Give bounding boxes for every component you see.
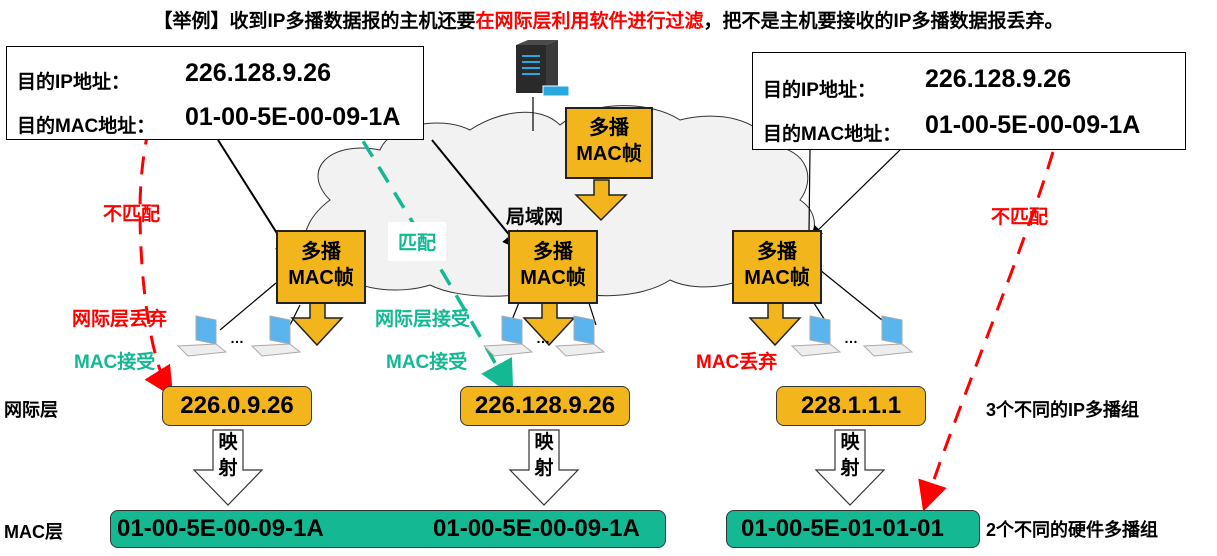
right-mac-drop-label: MAC丢弃: [696, 352, 778, 373]
frame-line-1: 多播: [301, 241, 341, 263]
dest-ip-label: 目的IP地址：: [763, 80, 876, 101]
mapping-arrow-3: [814, 429, 886, 506]
ellipsis: …: [844, 330, 858, 346]
left-ip-drop-label: 网际层丢弃: [72, 309, 168, 330]
laptop-icon: [482, 315, 534, 357]
mapping-label: 映射: [216, 430, 240, 482]
laptop-icon: [554, 315, 606, 357]
multicast-frame-right: 多播 MAC帧: [732, 230, 822, 304]
middle-mac-accept-label: MAC接受: [386, 352, 468, 373]
frame-line-2: MAC帧: [744, 267, 810, 289]
mac-group-value: 01-00-5E-00-09-1A: [117, 515, 324, 542]
ip-group-box: 228.1.1.1: [776, 386, 926, 426]
mac-group-bar-right: 01-00-5E-01-01-01: [726, 510, 980, 548]
frame-line-1: 多播: [533, 241, 573, 263]
mac-group-bar-shared: 01-00-5E-00-09-1A 01-00-5E-00-09-1A: [110, 510, 666, 548]
dest-mac-value: 01-00-5E-00-09-1A: [925, 111, 1141, 139]
frame-line-2: MAC帧: [520, 267, 586, 289]
dest-ip-value: 226.128.9.26: [925, 65, 1071, 93]
mapping-label: 映射: [532, 430, 556, 482]
title-part-1: 【举例】收到IP多播数据报的主机还要: [153, 11, 476, 32]
right-mismatch-label: 不匹配: [991, 207, 1049, 228]
multicast-frame-source: 多播 MAC帧: [565, 107, 653, 179]
ip-group-box: 226.0.9.26: [162, 386, 312, 426]
diagram-title: 【举例】收到IP多播数据报的主机还要在网际层利用软件进行过滤，把不是主机要接收的…: [0, 6, 1217, 33]
title-highlight: 在网际层利用软件进行过滤: [475, 11, 704, 32]
server-icon: [516, 40, 570, 97]
frame-line-1: 多播: [589, 117, 629, 139]
mapping-char-2: 射: [534, 458, 554, 479]
frame-arrow-middle: [522, 302, 576, 347]
mapping-char-1: 映: [534, 432, 554, 453]
mapping-label: 映射: [838, 430, 862, 482]
title-part-3: ，把不是主机要接收的IP多播数据报丢弃。: [703, 11, 1064, 32]
laptop-icon: [250, 315, 302, 357]
frame-line-2: MAC帧: [576, 143, 642, 165]
dest-ip-value: 226.128.9.26: [185, 59, 331, 87]
mac-group-value: 01-00-5E-01-01-01: [741, 515, 944, 542]
multicast-frame-middle: 多播 MAC帧: [508, 230, 598, 304]
address-box-left: 目的IP地址： 226.128.9.26 目的MAC地址： 01-00-5E-0…: [6, 46, 424, 140]
multicast-frame-left: 多播 MAC帧: [276, 230, 366, 304]
ip-group-box: 226.128.9.26: [460, 386, 630, 426]
left-mismatch-label: 不匹配: [103, 204, 161, 225]
left-mac-accept-label: MAC接受: [74, 352, 156, 373]
laptop-icon: [176, 315, 228, 357]
mac-layer-label: MAC层: [4, 522, 63, 542]
frame-line-2: MAC帧: [288, 267, 354, 289]
dest-mac-value: 01-00-5E-00-09-1A: [185, 103, 401, 131]
middle-ip-accept-label: 网际层接受: [375, 309, 471, 330]
frame-arrow-right: [748, 302, 802, 347]
address-box-right: 目的IP地址： 226.128.9.26 目的MAC地址： 01-00-5E-0…: [752, 52, 1186, 150]
ip-groups-note: 3个不同的IP多播组: [986, 400, 1140, 420]
dest-mac-label: 目的MAC地址：: [17, 116, 156, 137]
frame-line-1: 多播: [757, 241, 797, 263]
dest-ip-label: 目的IP地址：: [17, 72, 130, 93]
ellipsis: …: [230, 330, 244, 346]
match-label: 匹配: [388, 222, 447, 261]
dest-mac-label: 目的MAC地址：: [763, 124, 902, 145]
laptop-icon: [790, 315, 842, 357]
ip-layer-label: 网际层: [4, 400, 58, 420]
mapping-char-1: 映: [218, 432, 238, 453]
mapping-char-2: 射: [218, 458, 238, 479]
mac-groups-note: 2个不同的硬件多播组: [986, 520, 1159, 540]
lan-label: 局域网: [506, 207, 564, 228]
ellipsis: …: [536, 330, 550, 346]
frame-arrow-top: [574, 179, 628, 222]
mapping-arrow-2: [508, 429, 580, 506]
mapping-arrow-1: [192, 429, 264, 506]
mac-group-value: 01-00-5E-00-09-1A: [433, 515, 640, 542]
frame-arrow-left: [290, 302, 344, 347]
laptop-icon: [862, 315, 914, 357]
mapping-char-2: 射: [840, 458, 860, 479]
mapping-char-1: 映: [840, 432, 860, 453]
